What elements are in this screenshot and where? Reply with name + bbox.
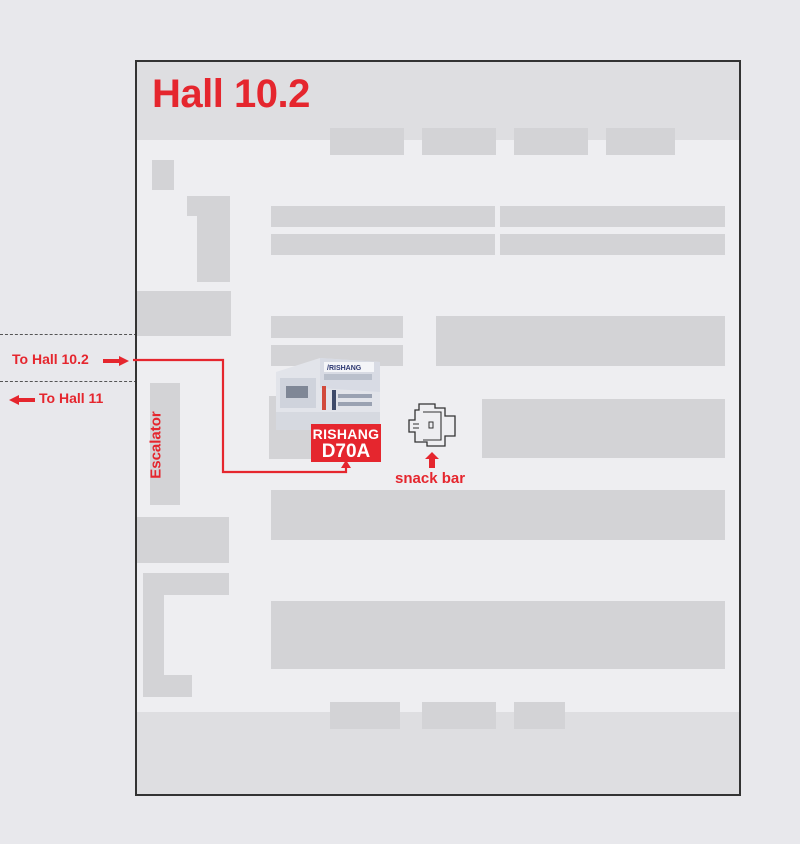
escalator-block bbox=[150, 383, 180, 505]
booth-block bbox=[271, 234, 495, 255]
booth-block bbox=[514, 128, 588, 155]
snack-bar-arrow-icon bbox=[425, 452, 439, 468]
booth-number: D70A bbox=[321, 441, 371, 462]
booth-block bbox=[500, 234, 725, 255]
rishang-booth-illustration: /RISHANG bbox=[276, 358, 380, 430]
booth-block bbox=[271, 490, 725, 540]
left-c-block-side bbox=[143, 573, 164, 697]
top-band bbox=[137, 62, 739, 140]
booth-block bbox=[330, 128, 404, 155]
arrow-right-icon bbox=[103, 356, 129, 366]
booth-badge[interactable]: RISHANG D70A bbox=[311, 424, 381, 462]
booth-brand: RISHANG bbox=[312, 426, 380, 442]
entrance-line-top bbox=[0, 334, 137, 335]
booth-block bbox=[422, 702, 496, 729]
left-block-small bbox=[152, 160, 174, 190]
booth-block bbox=[271, 206, 495, 227]
booth-block bbox=[436, 316, 725, 366]
booth-block bbox=[271, 316, 403, 338]
left-c-block-bottom bbox=[143, 675, 192, 697]
svg-text:/RISHANG: /RISHANG bbox=[327, 365, 362, 372]
left-c-block-top bbox=[143, 573, 229, 595]
booth-block bbox=[422, 128, 496, 155]
arrow-left-icon bbox=[9, 395, 35, 405]
booth-block bbox=[514, 702, 565, 729]
left-l-block-vertical bbox=[197, 196, 230, 282]
booth-block bbox=[500, 206, 725, 227]
left-wall-block-lower bbox=[137, 517, 229, 563]
booth-block bbox=[606, 128, 675, 155]
booth-block bbox=[482, 399, 725, 458]
booth-block bbox=[271, 345, 403, 366]
left-wall-block bbox=[137, 291, 231, 336]
snack-bar-label: snack bar bbox=[395, 470, 466, 487]
booth-block bbox=[330, 702, 400, 729]
snack-bar-icon bbox=[408, 403, 456, 447]
to-hall-10-2-label[interactable]: To Hall 10.2 bbox=[12, 351, 89, 367]
to-hall-11-label[interactable]: To Hall 11 bbox=[39, 390, 104, 406]
hall-title: Hall 10.2 bbox=[152, 72, 310, 116]
entrance-line-bottom bbox=[0, 381, 137, 382]
booth-block bbox=[271, 601, 725, 669]
